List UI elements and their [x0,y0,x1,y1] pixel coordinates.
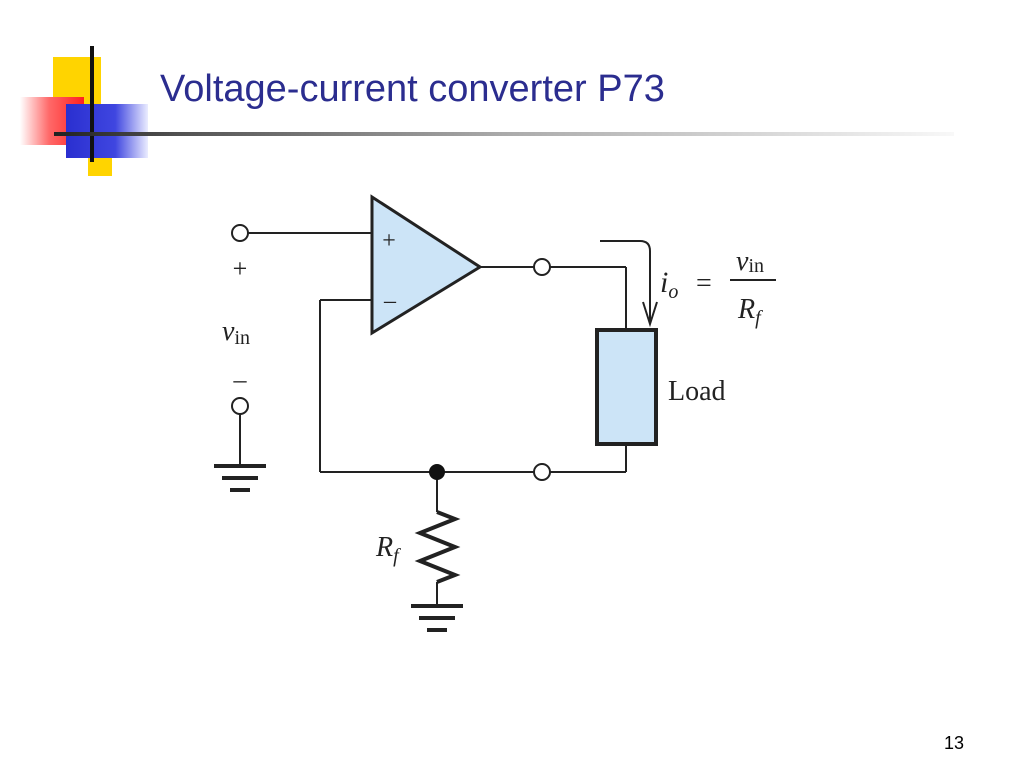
frac-den-sub: f [755,307,763,329]
junction-node [429,464,445,480]
input-plus-label: + [233,254,248,283]
title-underline [54,132,954,136]
terminal-input-bottom [231,397,249,415]
frac-den-var: R [737,294,755,325]
terminal-output-bottom [533,463,551,481]
io-label: io [660,266,678,303]
decor-blue-square [66,104,148,158]
terminal-input-top [231,224,249,242]
load-box [595,328,658,446]
ground-symbol-input [214,464,266,492]
fraction-denominator: Rf [737,294,763,329]
opamp-minus-label: – [383,288,397,314]
vin-label: vin [222,316,250,349]
rf-resistor [414,510,461,584]
current-arrow-line [600,240,651,322]
opamp-triangle [370,194,483,336]
decor-vertical-line [90,46,94,162]
rf-label: Rf [375,532,401,567]
frac-num-var: v [736,246,749,277]
load-label: Load [668,376,726,407]
page-number: 13 [943,733,964,753]
current-arrow-head [642,301,658,328]
vin-var: v [222,316,235,347]
opamp-plus-label: + [382,228,396,254]
rf-sub: f [393,545,401,567]
terminal-output-top [533,258,551,276]
fraction-numerator: vin [736,246,764,277]
io-sub: o [668,281,678,303]
equals-sign: = [696,268,712,299]
io-var: i [660,266,668,299]
ground-symbol-rf [411,604,463,632]
input-minus-label: – [233,365,248,394]
frac-num-sub: in [748,255,764,277]
rf-var: R [375,532,393,563]
vin-sub: in [234,327,250,349]
slide-title: Voltage-current converter P73 [160,68,665,110]
